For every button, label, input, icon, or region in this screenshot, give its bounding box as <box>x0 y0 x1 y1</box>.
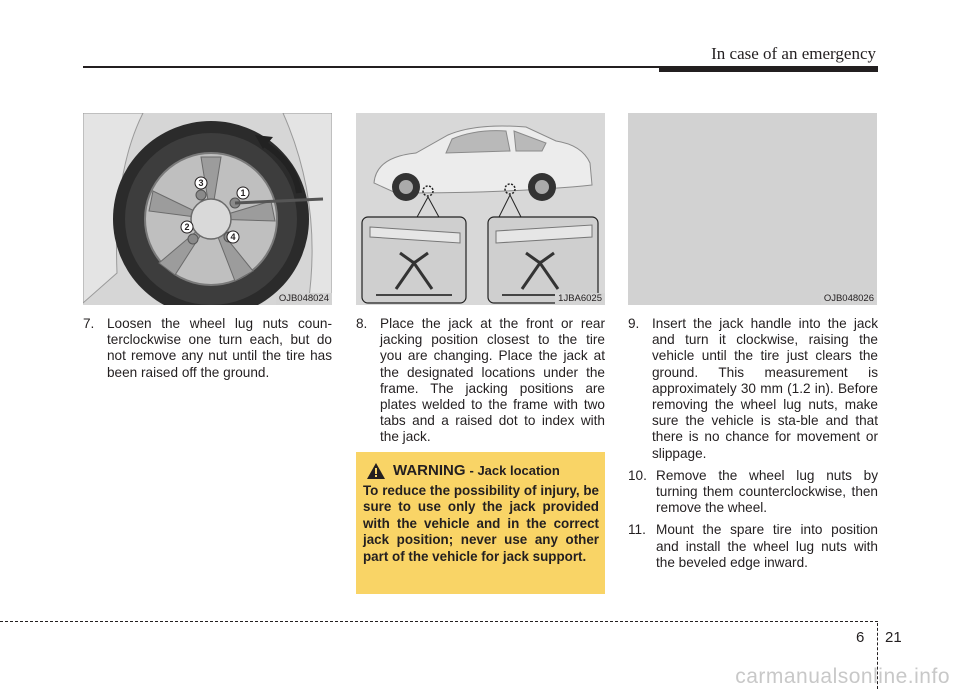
figure-jack-handle: OJB048026 <box>628 113 877 305</box>
watermark: carmanualsonline.info <box>735 665 950 688</box>
header-rule-accent <box>659 66 878 72</box>
step-text: Mount the spare tire into position and i… <box>656 522 878 570</box>
lug-number-2: 2 <box>184 222 189 232</box>
step-text: Loosen the wheel lug nuts coun-terclockw… <box>107 316 332 380</box>
section-title: In case of an emergency <box>711 44 876 63</box>
figure-jack-location: 1JBA6025 <box>356 113 605 305</box>
warning-header: WARNING - Jack location <box>363 462 599 479</box>
step-text: Remove the wheel lug nuts by turning the… <box>656 467 878 516</box>
warning-box: WARNING - Jack location To reduce the po… <box>356 452 605 594</box>
warning-triangle-icon <box>367 462 385 479</box>
figure-code: 1JBA6025 <box>555 293 605 305</box>
step-10: 10. Remove the wheel lug nuts by turning… <box>628 468 878 517</box>
step-number: 11. <box>628 522 646 538</box>
warning-text: To reduce the possibility of injury, be … <box>363 483 599 564</box>
step-number: 9. <box>628 316 640 331</box>
lug-number-4: 4 <box>230 232 235 242</box>
warning-title: WARNING <box>393 462 466 479</box>
figure-code: OJB048026 <box>820 293 877 305</box>
steps-column-3: 9. Insert the jack handle into the jack … <box>628 316 878 571</box>
warning-subtitle: - Jack location <box>469 463 560 478</box>
figure-code: OJB048024 <box>275 293 332 305</box>
chapter-number: 6 <box>856 629 865 646</box>
wheel-illustration: 1 2 3 4 <box>83 113 332 305</box>
step-text: Insert the jack handle into the jack and… <box>652 316 878 461</box>
lug-number-3: 3 <box>198 178 203 188</box>
step-7: 7. Loosen the wheel lug nuts coun-terclo… <box>83 316 332 381</box>
step-8: 8. Place the jack at the front or rear j… <box>356 316 605 446</box>
step-number: 7. <box>83 316 95 331</box>
step-11: 11. Mount the spare tire into position a… <box>628 522 878 571</box>
step-number: 8. <box>356 316 368 331</box>
step-9: 9. Insert the jack handle into the jack … <box>628 316 878 462</box>
jack-location-illustration <box>356 113 605 305</box>
steps-column-1: 7. Loosen the wheel lug nuts coun-terclo… <box>83 316 332 381</box>
page-number-separator <box>877 623 878 689</box>
footer-rule <box>0 621 878 622</box>
step-text: Place the jack at the front or rear jack… <box>380 316 605 445</box>
step-number: 10. <box>628 467 647 483</box>
steps-column-2: 8. Place the jack at the front or rear j… <box>356 316 605 446</box>
header-rule <box>83 66 878 68</box>
figure-wheel-lug-nuts: 1 2 3 4 OJB048024 <box>83 113 332 305</box>
lug-number-1: 1 <box>240 188 245 198</box>
page-number: 21 <box>885 629 902 646</box>
